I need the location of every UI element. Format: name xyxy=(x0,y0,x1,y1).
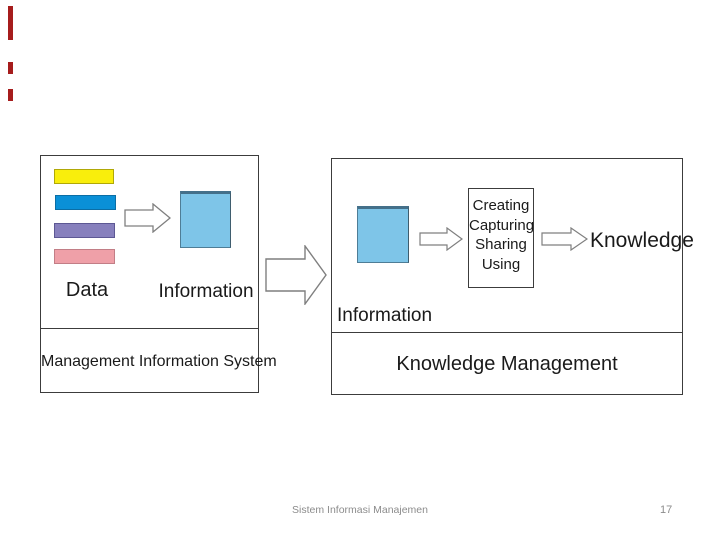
data-bar-blue xyxy=(55,195,116,210)
mis-diagram-panel: Data Information Management Information … xyxy=(40,155,277,393)
red-edge-mark xyxy=(8,6,13,40)
process-step-sharing: Sharing xyxy=(475,236,527,253)
information-label: Information xyxy=(337,305,433,326)
data-label: Data xyxy=(65,279,109,301)
right-arrow-icon xyxy=(124,203,171,233)
footer-title: Sistem Informasi Manajemen xyxy=(292,504,428,516)
process-step-creating: Creating xyxy=(472,197,530,214)
data-bar-yellow xyxy=(54,169,114,184)
red-edge-mark xyxy=(8,62,13,74)
panel-divider xyxy=(332,332,682,333)
km-diagram-panel: Creating Capturing Sharing Using Knowled… xyxy=(331,158,694,395)
knowledge-label: Knowledge xyxy=(590,229,694,252)
panel-divider xyxy=(41,328,258,329)
process-step-using: Using xyxy=(481,255,521,273)
right-arrow-icon xyxy=(419,227,463,251)
information-label: Information xyxy=(158,281,254,302)
data-bar-pink xyxy=(54,249,115,264)
information-square xyxy=(180,191,231,248)
panel-transition-arrow-icon xyxy=(265,245,327,305)
information-square xyxy=(357,206,409,263)
mis-caption: Management Information System xyxy=(41,353,277,370)
km-caption: Knowledge Management xyxy=(396,353,618,375)
process-step-capturing: Capturing xyxy=(469,216,535,234)
red-edge-mark xyxy=(8,89,13,101)
knowledge-process-box: Creating Capturing Sharing Using xyxy=(468,188,534,288)
data-bar-purple xyxy=(54,223,115,238)
right-arrow-icon xyxy=(541,227,588,251)
page-number: 17 xyxy=(660,504,673,516)
